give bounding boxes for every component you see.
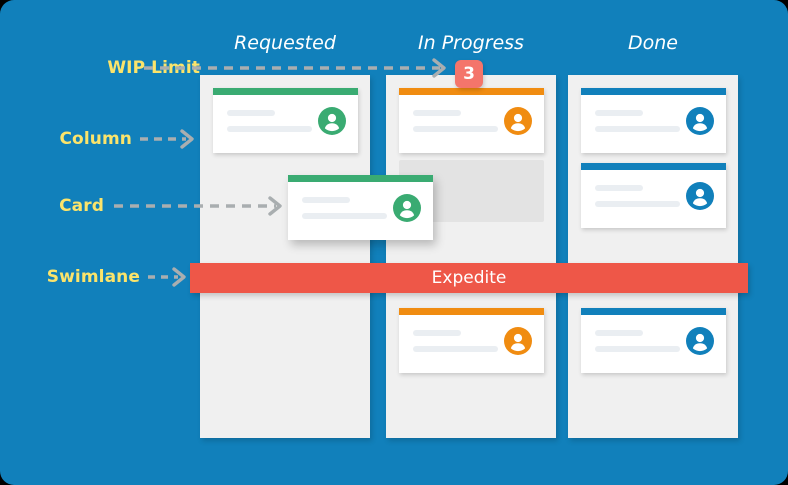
- card-accent-bar: [581, 308, 726, 315]
- column-header-requested: Requested: [234, 32, 336, 54]
- card-text-line: [413, 126, 498, 132]
- user-avatar-icon: [686, 327, 714, 355]
- annotation-arrow-card: [114, 196, 282, 216]
- wip-limit-badge[interactable]: 3: [455, 60, 483, 88]
- card-accent-bar: [399, 88, 544, 95]
- user-avatar-icon: [393, 194, 421, 222]
- card-accent-bar: [581, 88, 726, 95]
- card-text-line: [413, 346, 498, 352]
- annotation-arrow-wip-limit: [144, 58, 446, 78]
- column-header-in-progress: In Progress: [418, 32, 524, 54]
- card-text-line: [595, 110, 643, 116]
- swimlane-expedite[interactable]: Expedite: [190, 263, 748, 293]
- card-accent-bar: [581, 163, 726, 170]
- swimlane-label: Expedite: [431, 268, 507, 288]
- card-requested-1[interactable]: [213, 88, 358, 153]
- card-text-line: [595, 330, 643, 336]
- annotation-card: Card: [0, 194, 104, 218]
- user-avatar-icon: [504, 327, 532, 355]
- user-avatar-icon: [504, 107, 532, 135]
- annotation-label-column: Column: [59, 129, 132, 149]
- annotation-swimlane: Swimlane: [0, 265, 140, 289]
- card-in-progress-1[interactable]: [399, 88, 544, 153]
- card-text-line: [227, 126, 312, 132]
- annotation-label-swimlane: Swimlane: [46, 267, 140, 287]
- annotation-arrow-swimlane: [148, 267, 186, 287]
- card-text-line: [227, 110, 275, 116]
- card-accent-bar: [399, 308, 544, 315]
- card-in-progress-2[interactable]: [399, 308, 544, 373]
- user-avatar-icon: [686, 107, 714, 135]
- card-text-line: [413, 330, 461, 336]
- card-accent-bar: [213, 88, 358, 95]
- annotation-label-card: Card: [59, 196, 104, 216]
- card-text-line: [302, 213, 387, 219]
- annotation-arrow-column: [140, 129, 194, 149]
- card-text-line: [413, 110, 461, 116]
- annotation-label-wip-limit: WIP Limit: [107, 58, 200, 78]
- wip-limit-value: 3: [463, 64, 475, 84]
- card-done-2[interactable]: [581, 163, 726, 228]
- card-done-3[interactable]: [581, 308, 726, 373]
- user-avatar-icon: [318, 107, 346, 135]
- card-text-line: [595, 346, 680, 352]
- card-accent-bar: [288, 175, 433, 182]
- card-text-line: [595, 185, 643, 191]
- annotation-wip-limit: WIP Limit: [0, 56, 200, 80]
- user-avatar-icon: [686, 182, 714, 210]
- card-dragged[interactable]: [288, 175, 433, 240]
- annotation-column: Column: [0, 127, 132, 151]
- card-text-line: [302, 197, 350, 203]
- card-text-line: [595, 126, 680, 132]
- card-done-1[interactable]: [581, 88, 726, 153]
- card-text-line: [595, 201, 680, 207]
- column-header-done: Done: [628, 32, 678, 54]
